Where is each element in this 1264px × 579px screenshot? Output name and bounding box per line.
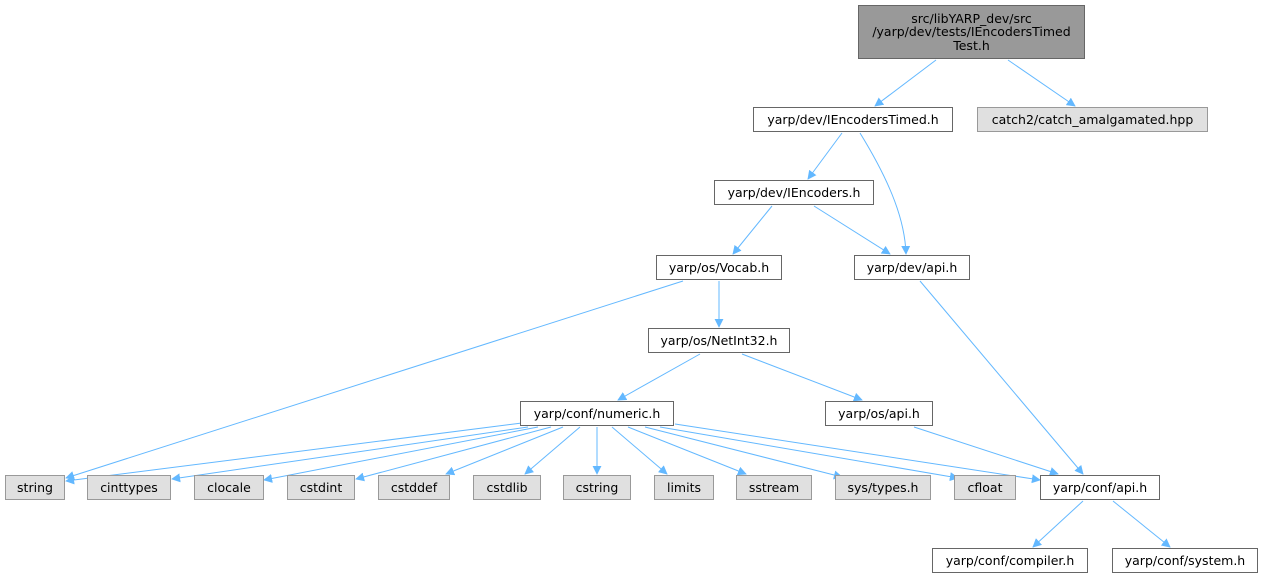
edge-vocab-to-string <box>65 280 684 480</box>
node-dev-api[interactable]: yarp/dev/api.h <box>854 255 970 280</box>
edge-numeric-to-clocale <box>263 426 539 483</box>
edge-numeric-to-limits <box>611 426 668 475</box>
node-cstddef: cstddef <box>378 475 450 500</box>
edge-confapi-to-compiler <box>1032 500 1084 548</box>
node-os-api[interactable]: yarp/os/api.h <box>825 401 933 426</box>
node-conf-api[interactable]: yarp/conf/api.h <box>1040 475 1160 500</box>
edge-numeric-to-cstdint <box>355 426 552 482</box>
edge-numeric-to-string <box>65 422 523 485</box>
edge-netint32-to-osapi <box>741 353 863 402</box>
node-string: string <box>5 475 65 500</box>
edge-root-to-iencoderstimed <box>874 59 937 107</box>
node-limits: limits <box>654 475 714 500</box>
node-systypes: sys/types.h <box>835 475 931 500</box>
edge-devapi-to-confapi <box>919 280 1084 475</box>
edge-numeric-to-cinttypes <box>171 426 529 483</box>
node-vocab[interactable]: yarp/os/Vocab.h <box>656 255 782 280</box>
edge-osapi-to-confapi <box>913 426 1059 476</box>
edge-numeric-to-cstdlib <box>524 426 581 475</box>
node-system[interactable]: yarp/conf/system.h <box>1112 548 1258 573</box>
node-iencoderstimed[interactable]: yarp/dev/IEncodersTimed.h <box>753 107 953 132</box>
node-catch2: catch2/catch_amalgamated.hpp <box>977 107 1208 132</box>
edge-iencoderstimed-to-iencoders <box>807 132 843 180</box>
edge-confapi-to-system <box>1112 500 1171 548</box>
node-cstring: cstring <box>563 475 631 500</box>
node-root-file[interactable]: src/libYARP_dev/src /yarp/dev/tests/IEnc… <box>858 5 1085 59</box>
node-compiler[interactable]: yarp/conf/compiler.h <box>932 548 1088 573</box>
node-clocale: clocale <box>194 475 264 500</box>
node-cinttypes: cinttypes <box>87 475 171 500</box>
node-sstream: sstream <box>736 475 812 500</box>
node-numeric[interactable]: yarp/conf/numeric.h <box>520 401 674 426</box>
edge-netint32-to-numeric <box>617 353 701 401</box>
node-netint32[interactable]: yarp/os/NetInt32.h <box>648 328 790 353</box>
node-cfloat: cfloat <box>954 475 1016 500</box>
edge-iencoders-to-devapi <box>813 205 891 255</box>
node-cstdint: cstdint <box>287 475 355 500</box>
node-cstdlib: cstdlib <box>473 475 541 500</box>
edge-iencoderstimed-to-devapi <box>859 132 911 255</box>
edge-numeric-to-systypes <box>644 426 843 480</box>
edge-numeric-to-confapi <box>674 423 1041 484</box>
edge-root-to-catch2 <box>1007 59 1076 107</box>
edge-iencoders-to-vocab <box>732 205 773 255</box>
edge-numeric-to-sstream <box>627 426 747 476</box>
edge-numeric-to-cstddef <box>445 426 564 476</box>
node-iencoders[interactable]: yarp/dev/IEncoders.h <box>714 180 874 205</box>
edge-numeric-to-cfloat <box>659 426 959 482</box>
